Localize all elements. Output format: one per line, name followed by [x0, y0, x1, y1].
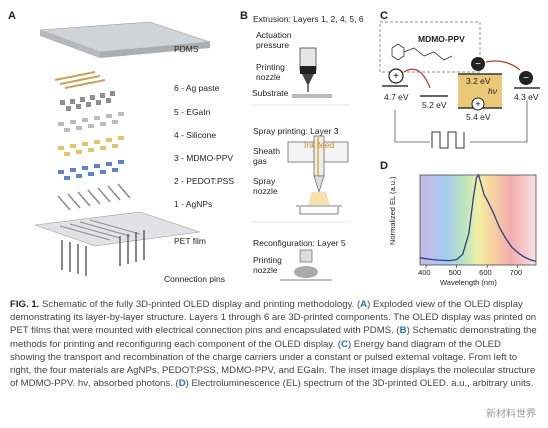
panel-a-drawing [34, 21, 211, 276]
pdms-edge [40, 30, 100, 58]
spray-title: Spray printing: Layer 3 [253, 126, 339, 136]
label-silicone: 4 - Silicone [174, 130, 217, 140]
y-axis-label: Normalized EL (a.u.) [388, 176, 397, 246]
panel-c-letter: C [380, 10, 388, 22]
molecule-inset [379, 21, 481, 73]
caption-text-4: ) Energy band diagram of the OLED showin… [10, 338, 536, 390]
layer-6-ag-paste [54, 71, 106, 89]
printing-label: Printing [256, 62, 285, 72]
x-tick-label: 700 [509, 268, 523, 277]
layer-1-agnps [57, 183, 131, 211]
connection-pins [61, 230, 145, 276]
panel-b-letter: B [240, 10, 248, 22]
extrusion-ink [300, 66, 316, 74]
watermark: 新材料世界 [486, 409, 536, 420]
caption-text-2: ) Exploded view of the OLED display demo… [10, 299, 537, 337]
figure-caption: FIG. 1. Schematic of the fully 3D-printe… [10, 298, 538, 390]
substrate-label: Substrate [252, 88, 289, 98]
energy-5-4: 5.4 eV [466, 112, 491, 122]
panel-d-chart [419, 173, 537, 268]
spray-label: Spray [253, 176, 276, 186]
pdms-edge-2 [100, 42, 210, 58]
label-connection-pins: Connection pins [164, 274, 225, 284]
caption-ref-c[interactable]: C [341, 338, 348, 350]
nozzle-label: nozzle [256, 72, 281, 82]
x-tick-label: 400 [418, 268, 431, 277]
energy-4-7: 4.7 eV [384, 92, 409, 102]
label-egain: 5 - EGaIn [174, 107, 211, 117]
sheath-label: Sheath [253, 146, 280, 156]
layer-3-mdmo-ppv [58, 136, 124, 156]
hole-transport-arrow [403, 68, 431, 89]
extrusion-substrate [292, 94, 332, 98]
gas-label: gas [253, 156, 267, 166]
hole-icon [388, 68, 404, 84]
pulse-signal-icon [431, 131, 465, 149]
panel-b-drawing [252, 47, 350, 281]
el-spectrum-line [419, 173, 537, 263]
benzene-ring [391, 43, 405, 61]
spray-nozzle-drawing [287, 135, 349, 215]
caption-text-5: ) Electroluminescence (EL) spectrum of t… [185, 378, 534, 390]
energy-4-3: 4.3 eV [514, 92, 539, 102]
caption-text-1: Schematic of the fully 3D-printed OLED d… [39, 299, 361, 310]
label-mdmo-ppv: 3 - MDMO-PPV [174, 153, 234, 163]
pressure-label: pressure [256, 40, 290, 50]
spray-nozzle-label: nozzle [253, 186, 278, 196]
layer-2-pedot-pss [58, 160, 124, 180]
label-pet-film: PET film [174, 236, 206, 246]
molecule-label: MDMO-PPV [418, 34, 465, 44]
circuit-wire-left [394, 110, 430, 143]
actuation-label: Actuation [256, 30, 292, 40]
electron-minus-glyph: − [475, 59, 481, 70]
reconfig-title: Reconfiguration: Layer 5 [253, 238, 346, 248]
panel-d-letter: D [380, 160, 388, 172]
hole-plus-glyph: + [393, 71, 399, 82]
reconfig-drawing [280, 249, 332, 281]
figure-area: + − + − A B C D PDMS 6 - Ag paste 5 - EG… [8, 10, 540, 287]
label-agnps: 1 - AgNPs [174, 199, 213, 209]
x-tick-label: 600 [479, 268, 492, 277]
pet-film [34, 211, 201, 247]
reconfig-nozzle-label: nozzle [253, 265, 278, 275]
energy-5-2: 5.2 eV [422, 100, 447, 110]
caption-ref-d[interactable]: D [178, 378, 186, 390]
layer-4-silicone [58, 112, 124, 132]
egain-minus-glyph: − [523, 73, 529, 84]
x-axis-label: Wavelength (nm) [440, 278, 497, 287]
ink-feed-label: Ink feed [304, 140, 335, 150]
side-chain [403, 47, 453, 61]
layer-5-egain [60, 91, 115, 111]
electron-icon [471, 57, 485, 71]
extrusion-nozzle-tip [302, 74, 314, 84]
pet-film-traces [59, 219, 141, 241]
photon-label: hν [488, 86, 497, 96]
circuit-wire-right [470, 100, 528, 143]
caption-ref-a[interactable]: A [360, 299, 368, 310]
x-tick-label: 500 [448, 268, 462, 277]
caption-ref-b[interactable]: B [399, 325, 407, 337]
figure-svg: + − + − [34, 21, 540, 281]
caption-text-3: ) Schematic demonstrating the methods fo… [10, 325, 537, 350]
electron-transport-arrow [485, 60, 521, 71]
panel-c-drawing: + − + − [379, 21, 540, 149]
energy-3-2: 3.2 eV [466, 76, 491, 86]
label-ag-paste: 6 - Ag paste [174, 83, 220, 93]
reconfig-printing-label: Printing [253, 255, 282, 265]
extrusion-title: Extrusion: Layers 1, 2, 4, 5, 6 [253, 14, 364, 24]
recomb-plus-glyph: + [475, 99, 480, 109]
label-pdms: PDMS [174, 44, 199, 54]
x-ticks [425, 265, 519, 268]
recomb-hole-icon [471, 97, 485, 111]
caption-fig-label: FIG. 1. [10, 299, 40, 310]
egain-electron-icon [519, 71, 533, 85]
label-pedot-pss: 2 - PEDOT:PSS [174, 176, 234, 186]
spectrum-band [420, 175, 536, 265]
panel-a-letter: A [8, 10, 16, 22]
